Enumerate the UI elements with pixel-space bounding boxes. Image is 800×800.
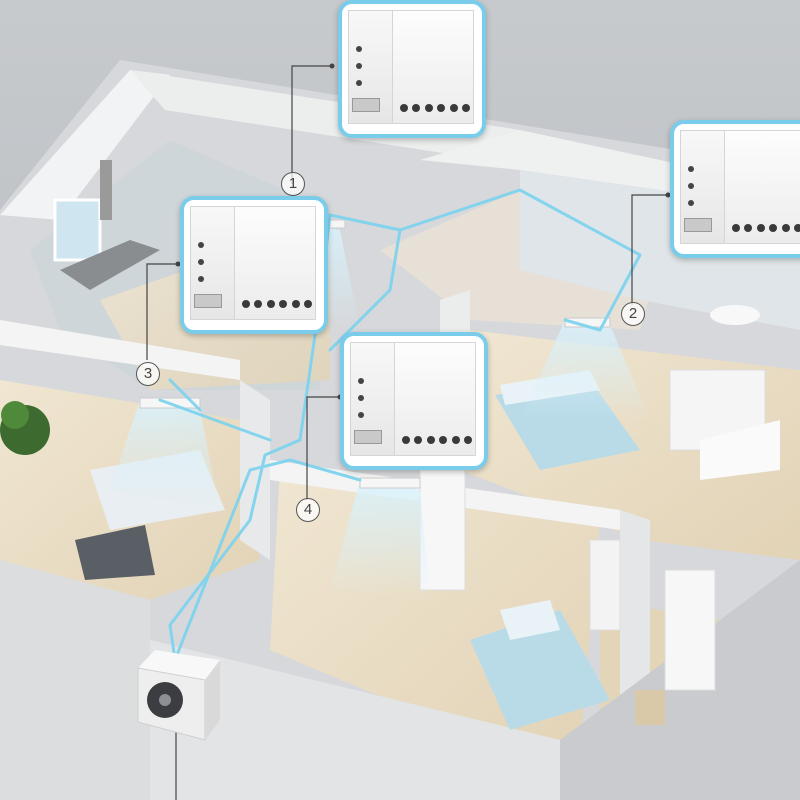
controller-device-4: [340, 332, 488, 470]
desk: [700, 420, 780, 480]
terminal-block: [354, 430, 382, 444]
living-rug: [75, 525, 155, 580]
bed-2-pillows: [500, 600, 560, 640]
marker-4: 4: [296, 498, 320, 522]
led-indicator: [358, 378, 364, 384]
outdoor-ac-unit: [137, 650, 220, 741]
terminal-block: [352, 98, 380, 112]
led-indicator: [688, 166, 694, 172]
sink: [710, 305, 760, 325]
led-indicator: [198, 276, 204, 282]
led-indicator: [198, 259, 204, 265]
outer-wall-left: [0, 70, 170, 220]
led-indicator: [356, 80, 362, 86]
airflow-bedroom2: [330, 480, 430, 600]
outer-wall-top: [130, 70, 520, 165]
wall-front-left: [0, 560, 150, 800]
marker-3: 3: [136, 362, 160, 386]
led-indicator: [356, 63, 362, 69]
wardrobe: [419, 469, 466, 591]
ac-unit-bedroom2: [359, 477, 421, 489]
marker-2: 2: [621, 302, 645, 326]
led-indicator: [198, 242, 204, 248]
led-indicator: [688, 200, 694, 206]
terminal-screws: [732, 224, 800, 232]
study-bookcase: [664, 569, 716, 691]
terminal-block: [194, 294, 222, 308]
terminal-block: [684, 218, 712, 232]
airflow-living: [110, 400, 220, 510]
marker-1: 1: [281, 172, 305, 196]
led-indicator: [688, 183, 694, 189]
controller-device-2: [670, 120, 800, 258]
terminal-screws: [400, 104, 470, 112]
controller-device-3: [180, 196, 328, 334]
plant-leaves: [1, 401, 29, 429]
kitchen-counter: [60, 240, 160, 290]
wall-front: [150, 640, 560, 800]
kitchen-hood: [100, 160, 112, 220]
bed-2: [470, 610, 610, 730]
terminal-screws: [402, 436, 472, 444]
study-chair: [635, 690, 665, 725]
bedroom2-shelf: [589, 539, 621, 631]
kitchen-window: [53, 198, 102, 262]
wall-living-top: [0, 320, 240, 380]
led-indicator: [356, 46, 362, 52]
airflow-bedroom1: [520, 320, 650, 420]
controller-device-1: [338, 0, 486, 138]
led-indicator: [358, 412, 364, 418]
terminal-screws: [242, 300, 312, 308]
led-indicator: [358, 395, 364, 401]
callout-lines: [146, 65, 668, 800]
